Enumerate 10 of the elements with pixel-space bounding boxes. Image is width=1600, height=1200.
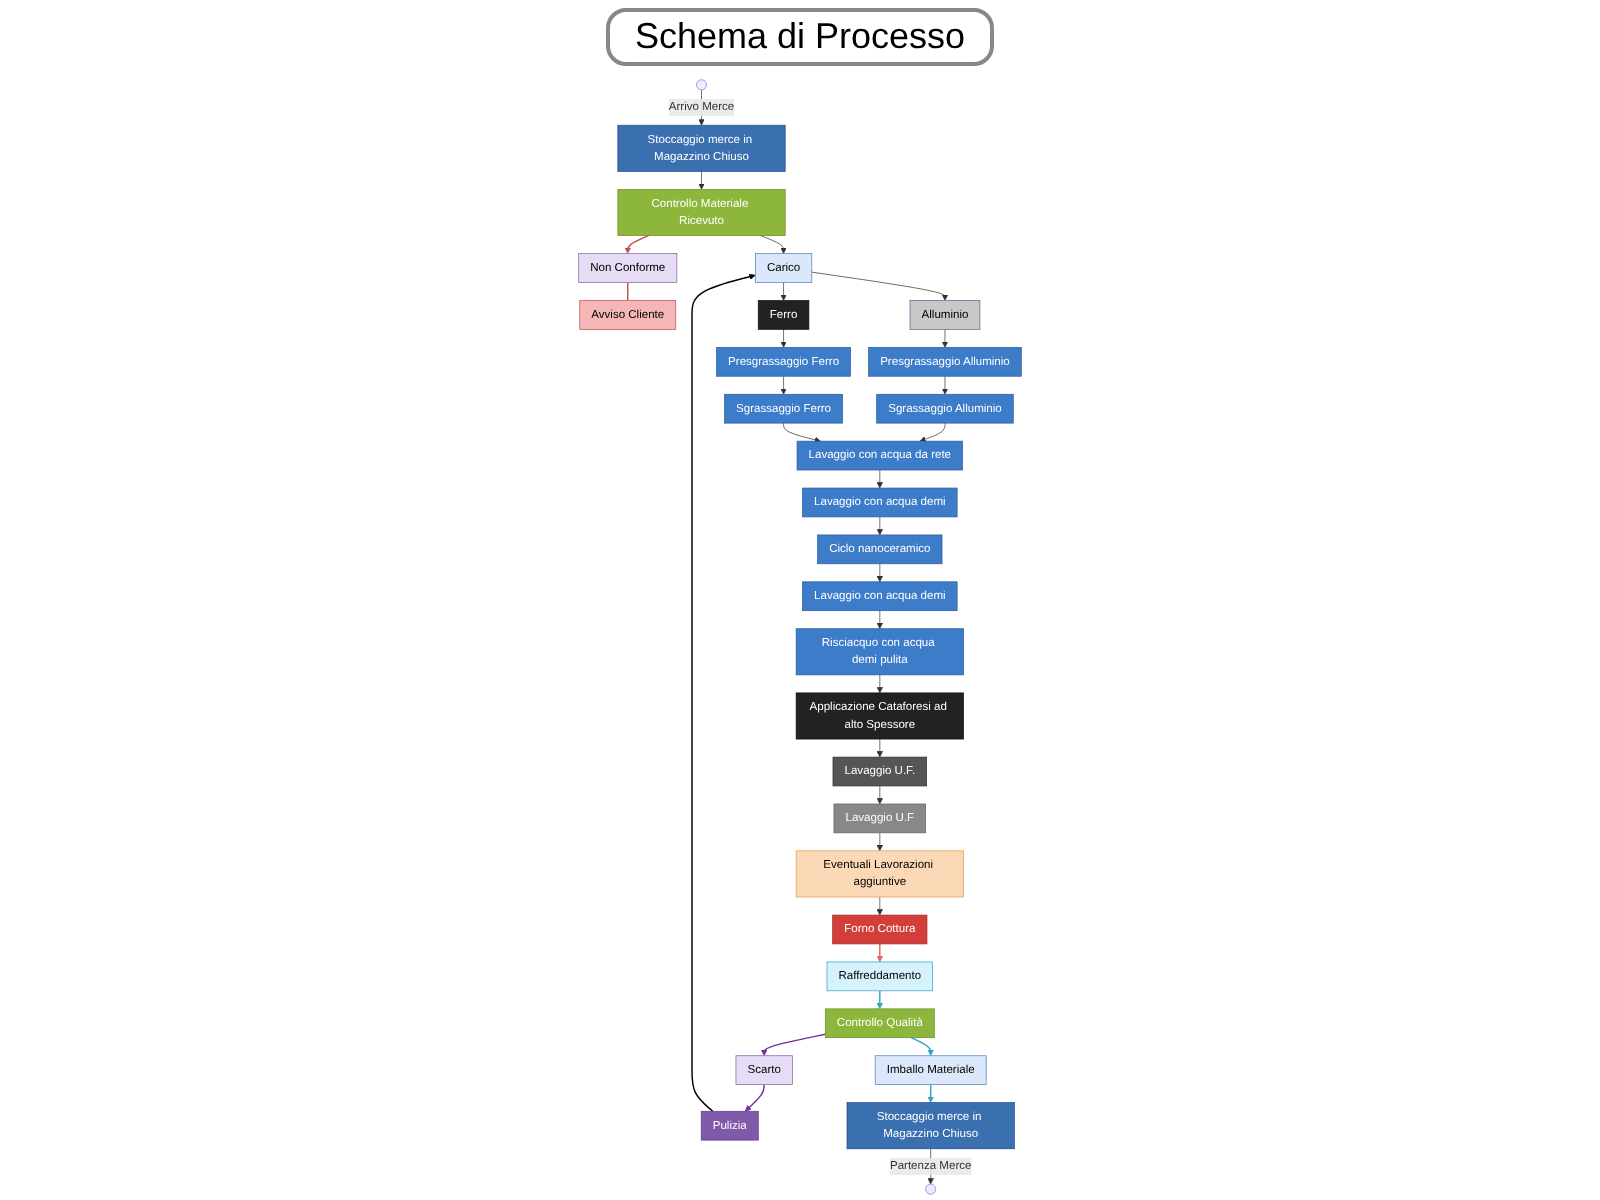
arrow (910, 1037, 934, 1056)
arrow (876, 943, 883, 963)
connector (627, 281, 629, 302)
arrow (624, 234, 650, 254)
arrow (927, 1083, 934, 1103)
arrow (744, 1083, 765, 1112)
arrow (876, 990, 883, 1010)
diagram-title: Schema di Processo (606, 8, 994, 66)
arrow (761, 1033, 826, 1056)
arrow (691, 273, 756, 1112)
